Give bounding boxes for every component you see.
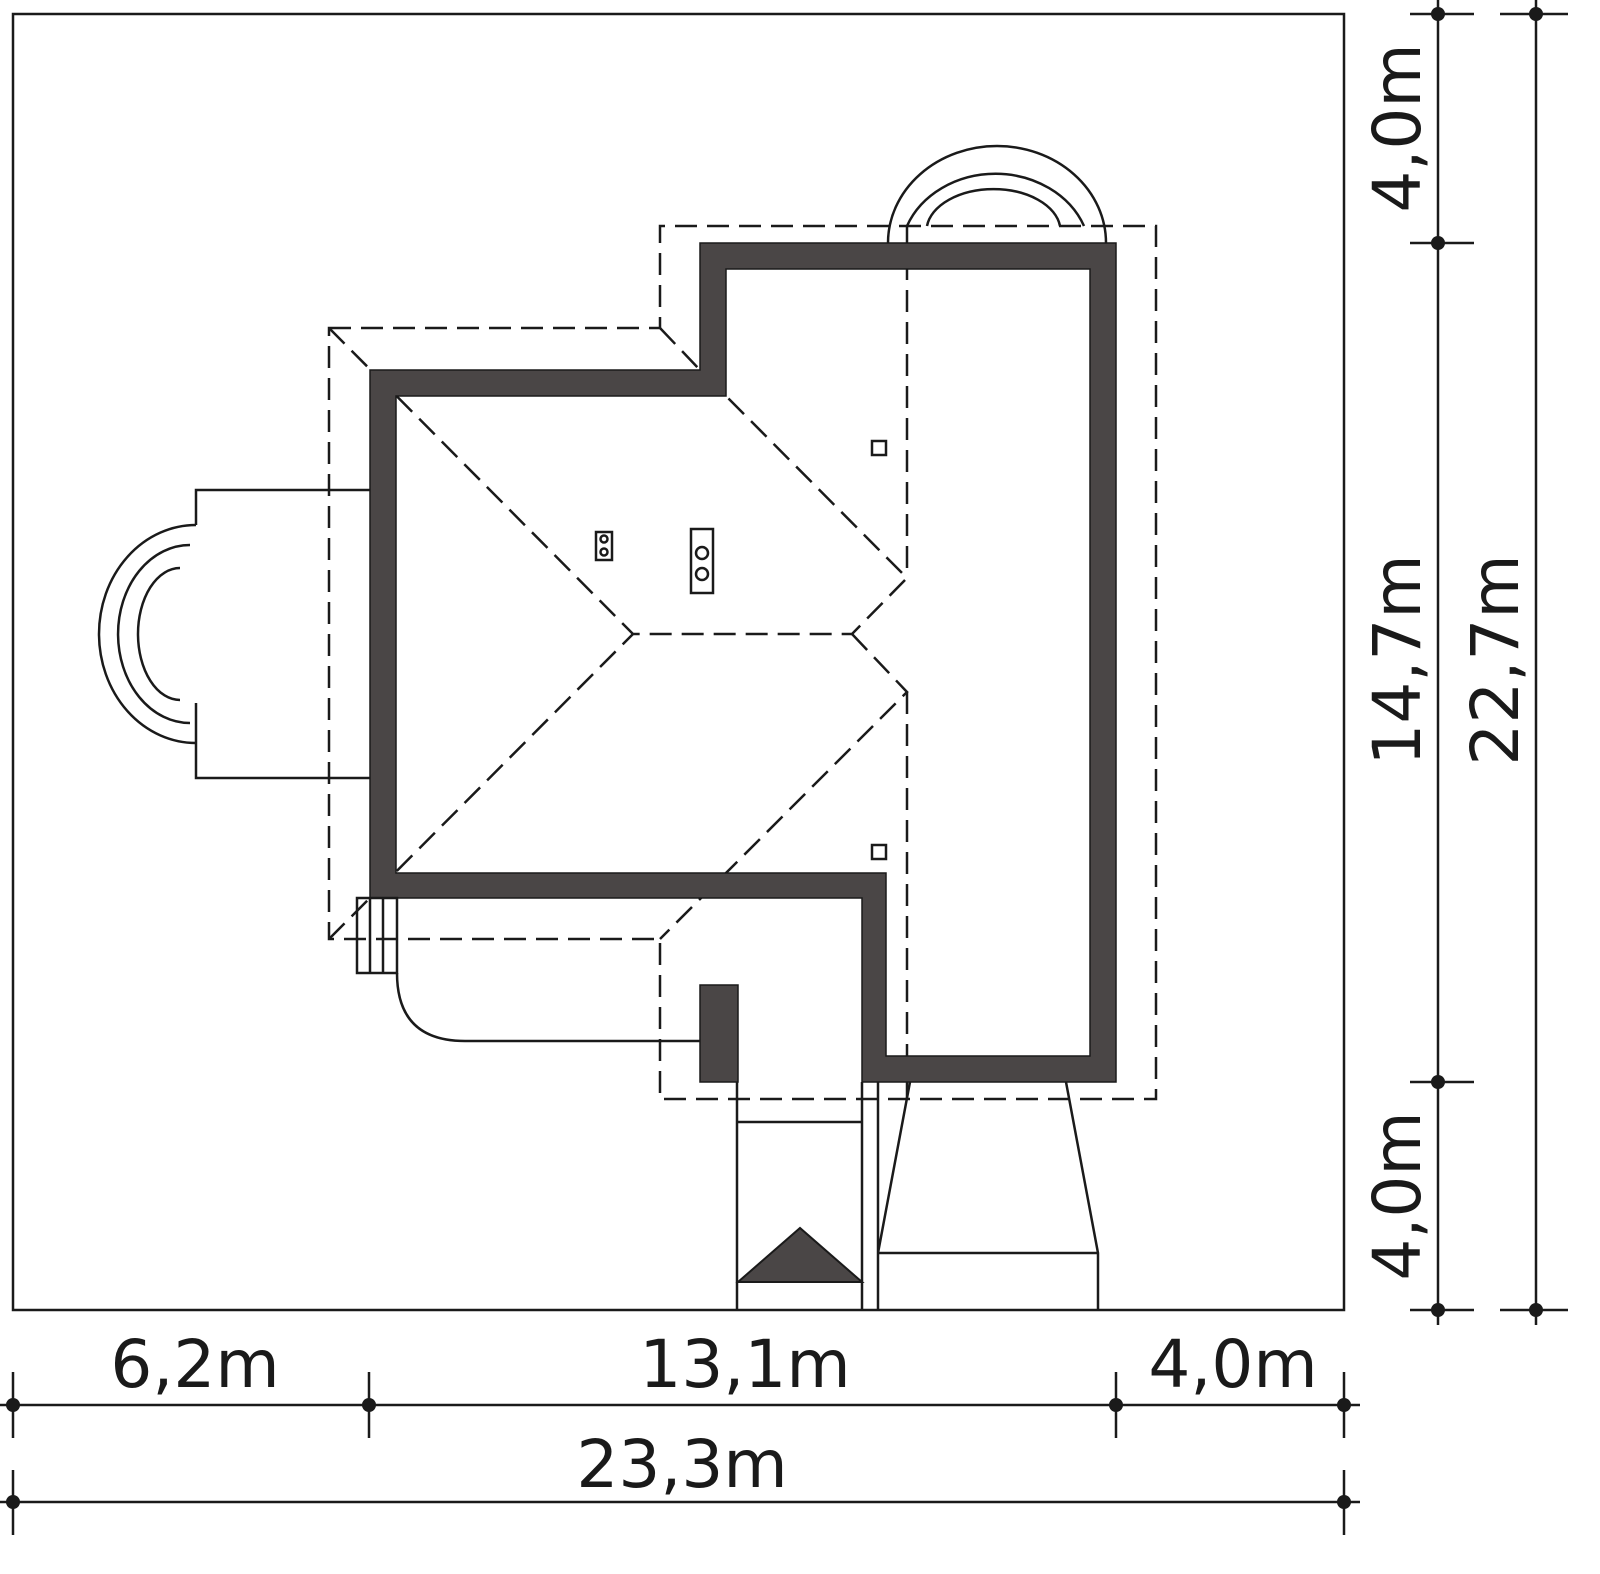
- top-terrace: [886, 144, 1108, 244]
- chimneys: [594, 439, 888, 861]
- chimney-icon: [594, 530, 614, 562]
- dim-building-depth: 14,7m: [1359, 554, 1436, 765]
- dim-left-setback: 6,2m: [110, 1326, 279, 1403]
- dim-total-width: 23,3m: [576, 1426, 787, 1503]
- plot-boundary: [11, 12, 1346, 1312]
- horizontal-dimensions: 6,2m 13,1m 4,0m 23,3m: [0, 1326, 1360, 1535]
- chimney-icon: [689, 527, 715, 595]
- dim-bottom-setback: 4,0m: [1359, 1111, 1436, 1280]
- left-terrace: [97, 488, 370, 780]
- vertical-dimensions: 4,0m 14,7m 4,0m 22,7m: [1359, 0, 1568, 1325]
- entrance-path: [735, 1082, 865, 1310]
- dim-total-depth: 22,7m: [1457, 554, 1534, 765]
- chimney-icon: [870, 439, 888, 457]
- dim-top-setback: 4,0m: [1359, 43, 1436, 212]
- wall-segment: [699, 984, 739, 1083]
- chimney-icon: [870, 843, 888, 861]
- side-steps: [355, 896, 700, 1043]
- driveway: [876, 1081, 1100, 1310]
- roof-outline: [327, 224, 1158, 1101]
- dim-building-width: 13,1m: [639, 1326, 850, 1403]
- building-walls: [369, 242, 1117, 1083]
- entrance-arrow-icon: [735, 1226, 865, 1283]
- dim-right-setback: 4,0m: [1148, 1326, 1317, 1403]
